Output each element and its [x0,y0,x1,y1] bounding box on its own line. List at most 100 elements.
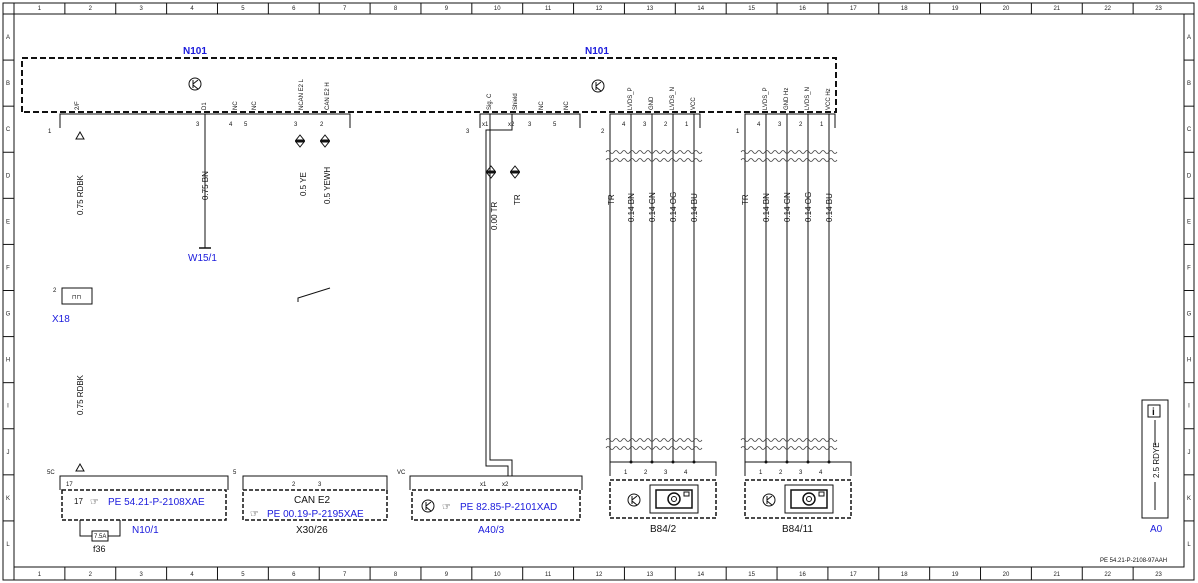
grid-row-label: L [6,542,10,548]
wire-label: 0.5 YE [299,172,308,196]
pin-label: 2/F [75,101,81,110]
grid-row-label: F [1187,265,1191,271]
pin-label: NCAN E2 L [299,78,305,110]
x18-connector [61,287,93,305]
wire-bundles [605,114,838,464]
grid-column-label: 10 [494,572,501,578]
wire-label: 0.14 GN [783,192,792,222]
grid-column-label: 2 [89,572,93,578]
wire-label: 0.5 YEWH [323,167,332,204]
grid-column-label: 17 [850,572,857,578]
break-mark [740,158,838,162]
pin-label: LVDS_P [628,87,634,110]
pin-label: D1 [202,102,208,110]
component-n10-1[interactable]: N10/1 [132,525,159,536]
grid-column-label: 1 [38,572,42,578]
pin-label: NC [233,101,239,110]
a40-pin-number: x1 [480,482,487,488]
grid-row-label: K [6,496,10,502]
reference-hand-icon: ☞ [90,497,99,508]
info-icon[interactable] [1147,404,1161,418]
n101-boundary [21,57,837,113]
wire-label: 0.75 BN [201,171,210,200]
module-n101-right[interactable]: N101 [585,46,609,57]
pin-label: GND [649,96,655,110]
grid-row-label: B [1187,81,1191,87]
pin-number: 3 [196,122,200,128]
a0-box [1141,399,1169,519]
wire-label: TR [513,194,522,205]
component-x18[interactable]: X18 [52,314,70,325]
transistor-icon [188,77,202,91]
grid-row-label: J [7,450,10,456]
connector-left-number: 1 [48,129,52,135]
diode-icon [319,134,331,148]
pin-number: 4 [622,122,626,128]
x30-reference[interactable]: PE 00.19-P-2195XAE [267,509,364,520]
break-mark [605,150,703,154]
grid-row-label: F [6,265,10,271]
pin-label: Sig. C [487,93,493,110]
grid-column-label: 23 [1155,572,1162,578]
a40-reference[interactable]: PE 82.85-P-2101XAD [460,502,557,513]
break-mark [605,438,703,442]
component-x30-26[interactable]: X30/26 [296,525,328,536]
component-b84-2[interactable]: B84/2 [650,524,677,535]
n10-reference[interactable]: PE 54.21-P-2108XAE [108,497,205,508]
grid-row-label: K [1187,496,1191,502]
break-mark [605,158,703,162]
grid-column-label: 9 [445,6,449,12]
grid-column-label: 11 [545,6,552,12]
x30-pin: 5 [233,470,237,476]
fuse-icon [91,530,109,542]
pin-number: 3 [664,470,668,476]
pin-number: 2 [799,122,803,128]
transistor-icon [591,79,605,93]
module-n101-left[interactable]: N101 [183,46,207,57]
pin-number: 1 [759,470,763,476]
grid-row-label: C [1187,127,1192,133]
grid-column-label: 15 [748,6,755,12]
pin-label: VCC [691,97,697,110]
grid-row-label: A [1187,35,1191,41]
grid-row-label: H [1187,358,1191,364]
grid-column-label: 23 [1155,6,1162,12]
wire-label: 0.14 BN [762,193,771,222]
pin-number: 2 [779,470,783,476]
component-f36[interactable]: f36 [93,544,106,554]
grid-column-label: 9 [445,572,449,578]
grid-column-label: 6 [292,6,296,12]
grid-row-label: B [6,81,10,87]
pin-number: 5 [553,122,557,128]
grid-column-label: 11 [545,572,552,578]
component-b84-11[interactable]: B84/11 [782,524,813,535]
pin-number: 3 [294,122,298,128]
wire-label: 0.00 TR [490,201,499,230]
n10-pin: 5C [47,470,55,476]
wire-label: 0.75 RDBK [76,174,85,215]
wire-label: TR [607,194,616,205]
grid-column-label: 5 [241,572,245,578]
grid-column-label: 20 [1003,572,1010,578]
grid-column-label: 18 [901,6,908,12]
pin-label: NC [539,101,545,110]
pin-number: 1 [624,470,628,476]
grid-row-label: G [6,312,11,318]
grid-row-label: D [1187,173,1192,179]
grid-row-label: C [6,127,11,133]
grid-column-label: 3 [140,6,144,12]
grid-column-label: 12 [596,6,603,12]
pin-number: 1 [685,122,689,128]
wire-label: 2.5 RDYE [1152,442,1161,478]
pin-number: 1 [820,122,824,128]
grid-column-label: 7 [343,572,347,578]
component-w15-1[interactable]: W15/1 [188,253,217,264]
grid-column-label: 1 [38,6,42,12]
component-a40-3[interactable]: A40/3 [478,525,505,536]
pin-number: 3 [799,470,803,476]
pin-label: VCC Hz [826,88,832,110]
grid-column-label: 16 [799,572,806,578]
component-a0[interactable]: A0 [1150,524,1163,535]
grid-row-label: A [6,35,10,41]
